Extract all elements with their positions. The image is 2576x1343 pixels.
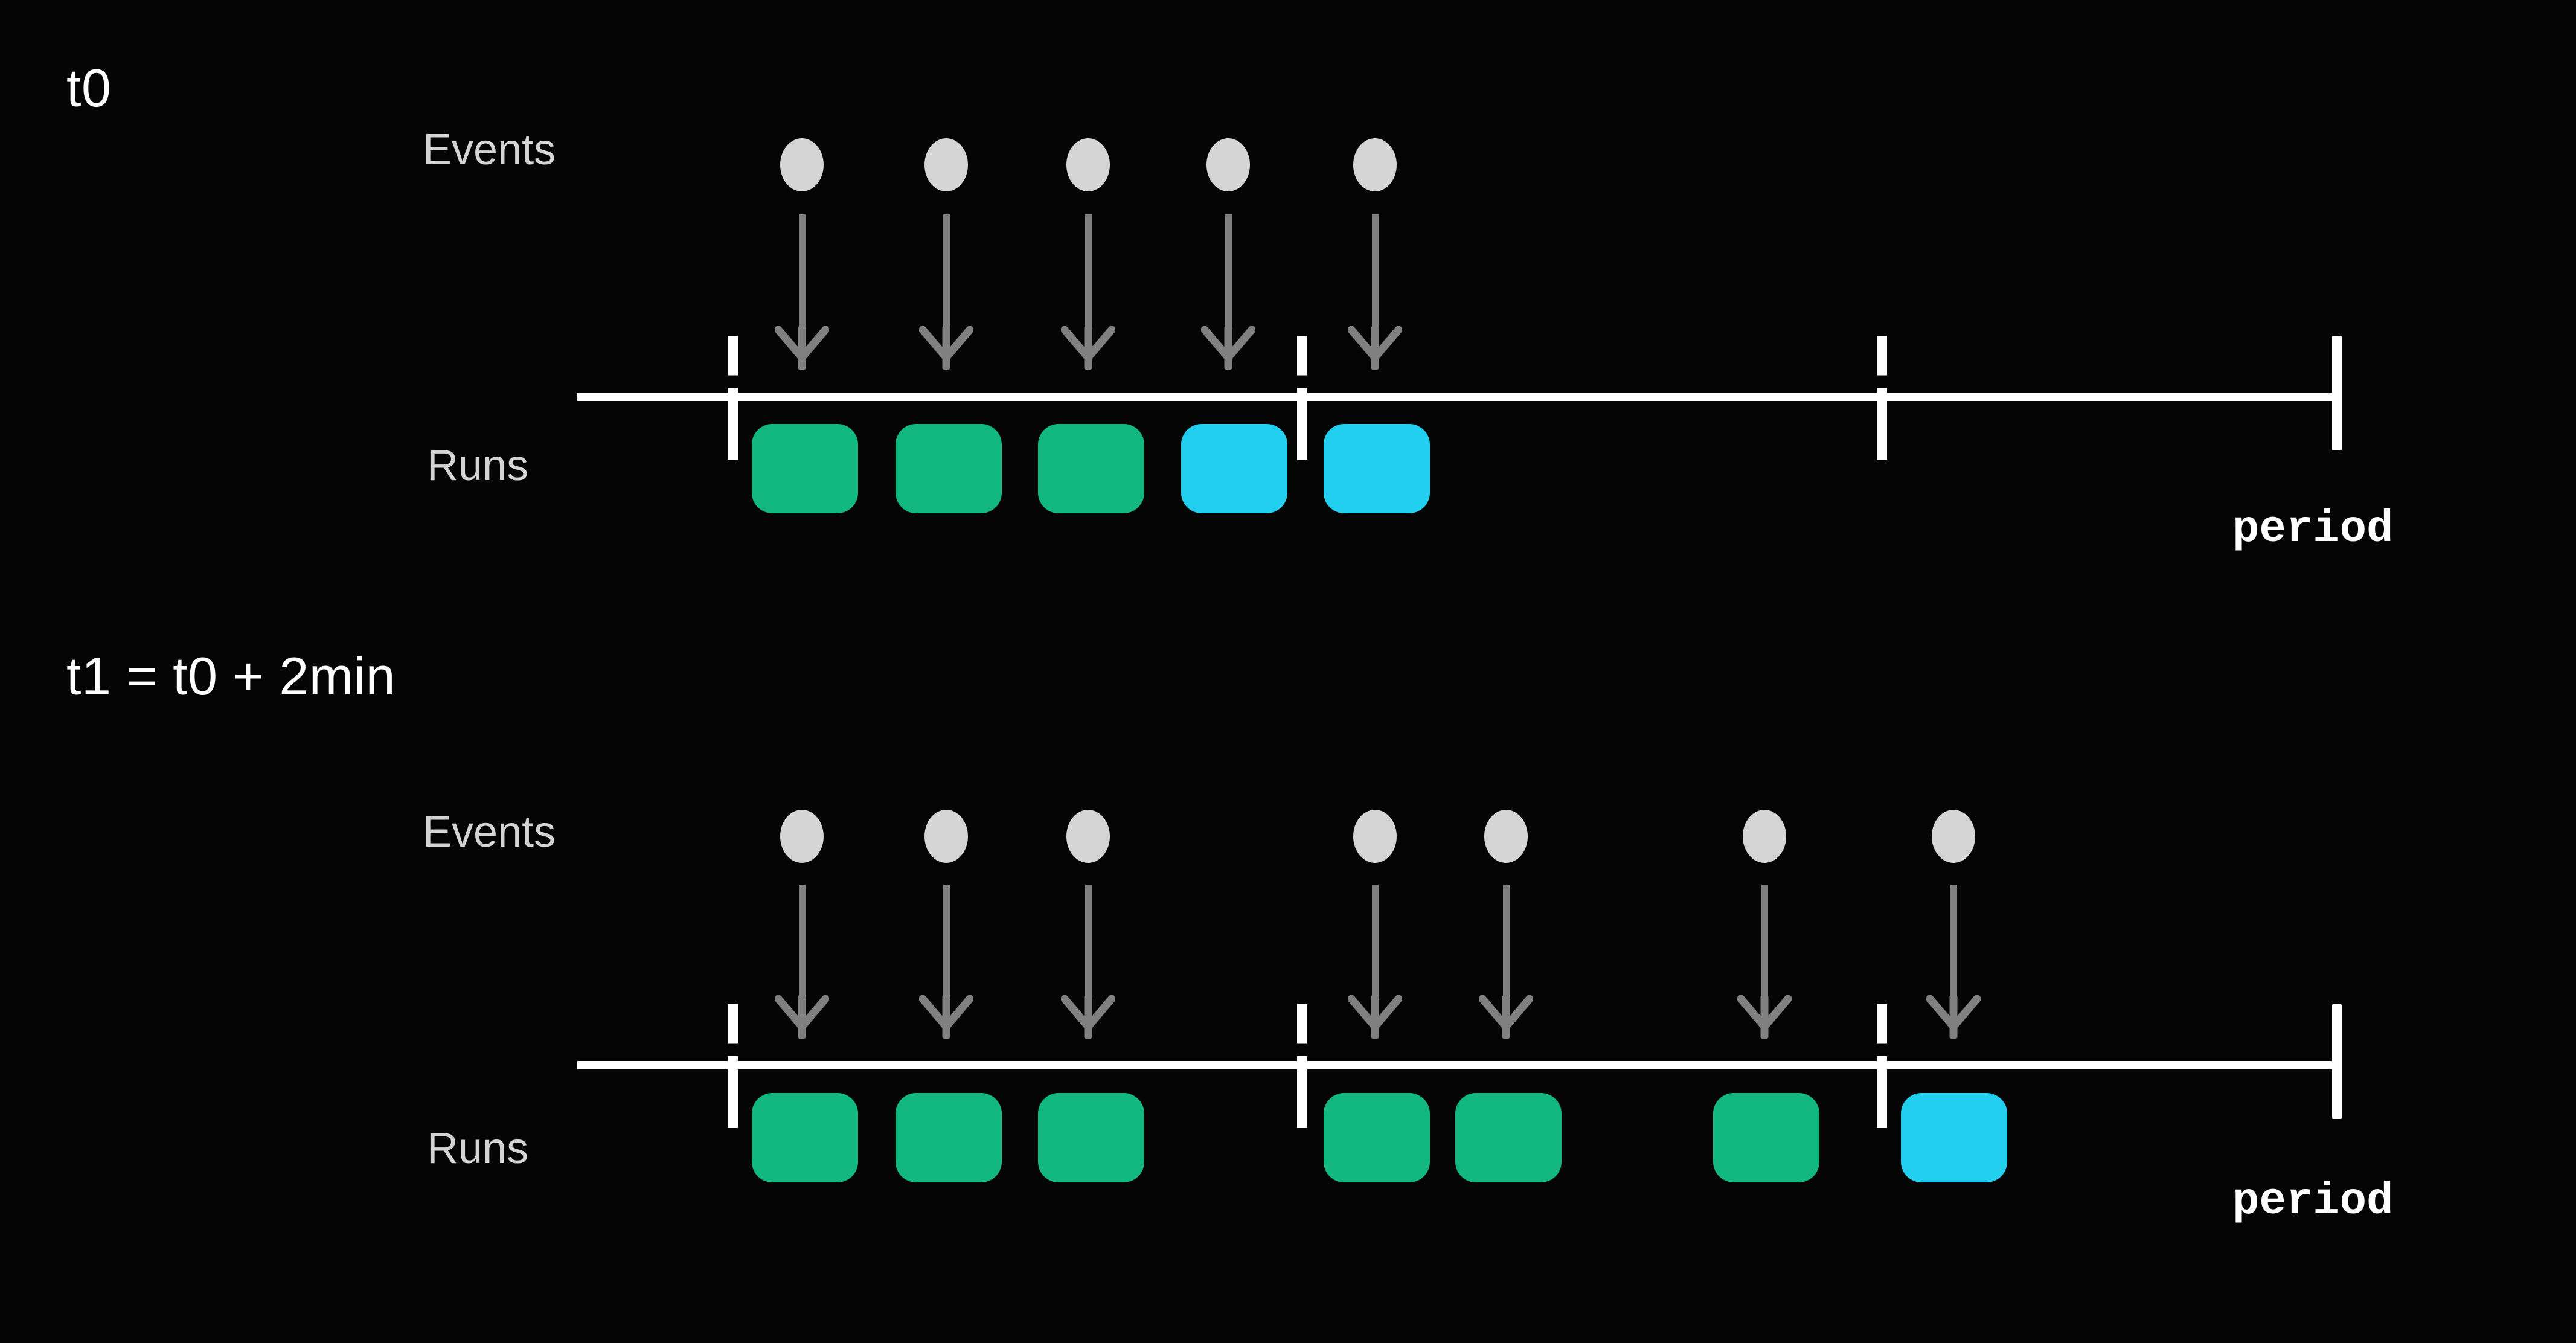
- timeline-axis-t0: [577, 393, 2337, 401]
- event-arrow-head-t0-1: [919, 326, 973, 386]
- event-dot-t1-4: [1484, 810, 1528, 863]
- event-arrow-head-t0-3: [1201, 326, 1255, 386]
- period-boundary-dash-t1-2: [1877, 1004, 1887, 1128]
- period-end-tick-t1: [2332, 1004, 2342, 1119]
- event-arrow-shaft-t1-1: [943, 885, 950, 1016]
- timeline-title-t0: t0: [66, 58, 112, 118]
- run-block-t0-3: [1181, 424, 1287, 513]
- event-dot-t1-1: [924, 810, 968, 863]
- event-arrow-head-t1-0: [775, 995, 829, 1056]
- event-arrow-shaft-t1-3: [1372, 885, 1379, 1016]
- runs-row-label-t0: Runs: [427, 441, 529, 490]
- event-dot-t0-1: [924, 138, 968, 191]
- period-boundary-dash-t1-1: [1297, 1004, 1307, 1128]
- period-label-t1: period: [2232, 1176, 2394, 1227]
- run-block-t1-3: [1324, 1093, 1430, 1182]
- run-block-t1-5: [1713, 1093, 1819, 1182]
- event-dot-t1-6: [1932, 810, 1975, 863]
- period-boundary-dash-t0-2: [1877, 336, 1887, 460]
- event-dot-t0-3: [1206, 138, 1250, 191]
- event-arrow-head-t1-2: [1061, 995, 1115, 1056]
- event-arrow-head-t1-5: [1737, 995, 1792, 1056]
- event-arrow-shaft-t0-0: [799, 214, 806, 347]
- timeline-axis-t1: [577, 1061, 2337, 1069]
- run-block-t1-4: [1455, 1093, 1562, 1182]
- event-dot-t0-0: [780, 138, 824, 191]
- event-arrow-head-t1-3: [1348, 995, 1402, 1056]
- run-block-t1-0: [752, 1093, 858, 1182]
- event-arrow-shaft-t0-1: [943, 214, 950, 347]
- event-dot-t1-5: [1743, 810, 1786, 863]
- event-arrow-head-t1-1: [919, 995, 973, 1056]
- period-end-tick-t0: [2332, 336, 2342, 450]
- period-label-t0: period: [2232, 504, 2394, 555]
- run-block-t0-2: [1038, 424, 1144, 513]
- event-arrow-head-t0-4: [1348, 326, 1402, 386]
- event-arrow-shaft-t1-2: [1085, 885, 1092, 1016]
- event-arrow-shaft-t1-4: [1503, 885, 1510, 1016]
- event-dot-t1-0: [780, 810, 824, 863]
- events-row-label-t0: Events: [423, 126, 556, 174]
- event-arrow-head-t1-6: [1926, 995, 1981, 1056]
- period-boundary-dash-t1-0: [728, 1004, 738, 1128]
- event-arrow-head-t0-0: [775, 326, 829, 386]
- run-block-t0-1: [896, 424, 1002, 513]
- event-arrow-head-t0-2: [1061, 326, 1115, 386]
- events-row-label-t1: Events: [423, 808, 556, 856]
- run-block-t0-4: [1324, 424, 1430, 513]
- timeline-title-t1: t1 = t0 + 2min: [66, 646, 396, 706]
- event-dot-t1-2: [1066, 810, 1110, 863]
- period-boundary-dash-t0-0: [728, 336, 738, 460]
- runs-row-label-t1: Runs: [427, 1124, 529, 1173]
- event-arrow-shaft-t0-2: [1085, 214, 1092, 347]
- event-arrow-shaft-t1-6: [1950, 885, 1957, 1016]
- event-arrow-shaft-t0-3: [1225, 214, 1232, 347]
- period-boundary-dash-t0-1: [1297, 336, 1307, 460]
- run-block-t1-1: [896, 1093, 1002, 1182]
- run-block-t1-2: [1038, 1093, 1144, 1182]
- run-block-t0-0: [752, 424, 858, 513]
- event-arrow-shaft-t1-5: [1761, 885, 1768, 1016]
- event-dot-t0-2: [1066, 138, 1110, 191]
- event-arrow-shaft-t0-4: [1372, 214, 1379, 347]
- event-dot-t0-4: [1353, 138, 1397, 191]
- event-arrow-head-t1-4: [1479, 995, 1533, 1056]
- event-arrow-shaft-t1-0: [799, 885, 806, 1016]
- event-dot-t1-3: [1353, 810, 1397, 863]
- run-block-t1-6: [1901, 1093, 2007, 1182]
